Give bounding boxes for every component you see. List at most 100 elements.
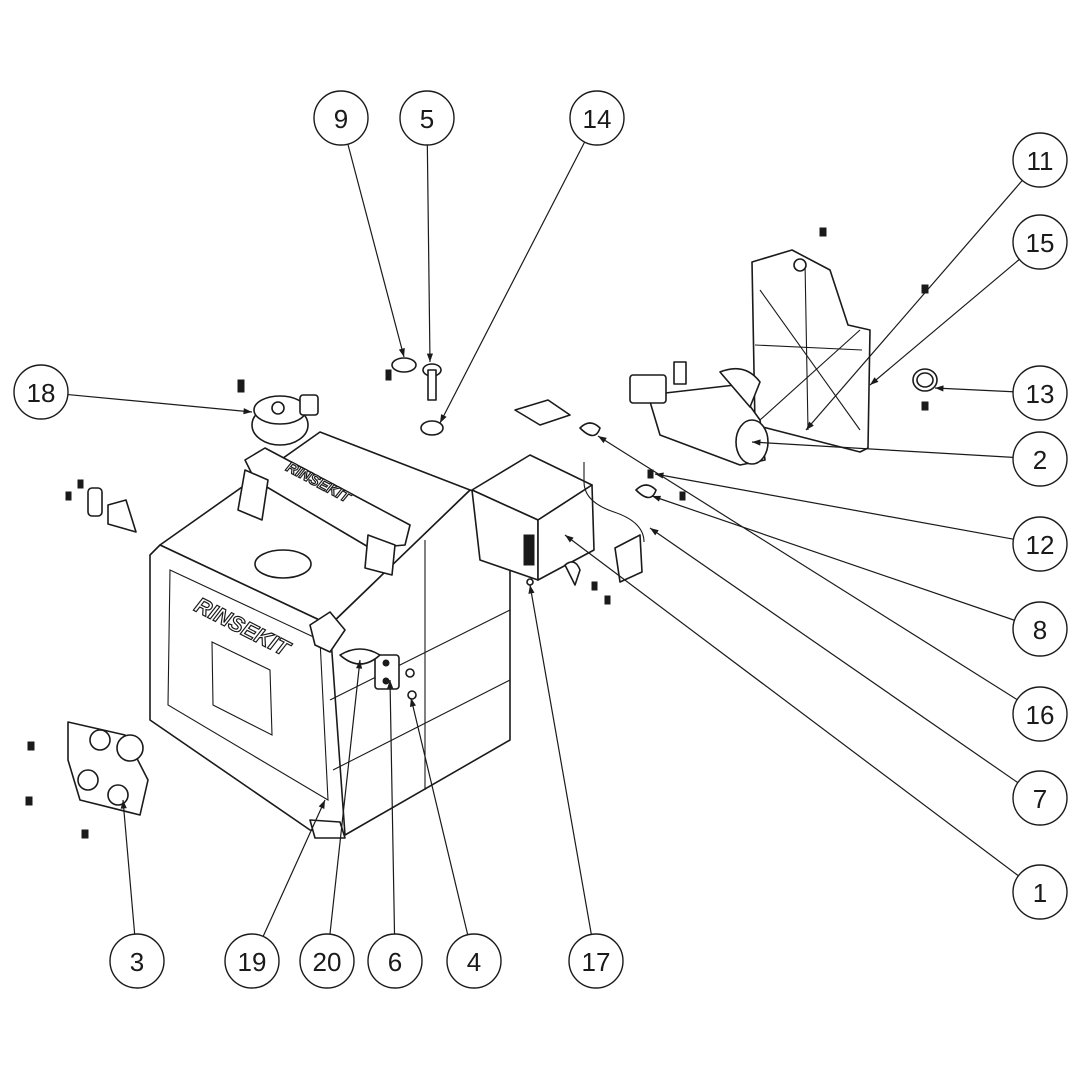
plate-brace [804,261,809,431]
callout-number: 8 [1033,615,1047,645]
callout-circle [568,933,624,989]
plate-hole [793,258,807,272]
callout-number: 4 [467,947,481,977]
leader-arrowhead-2 [752,439,761,446]
callout-circle [1012,770,1068,826]
panel-screw [27,741,35,751]
fitting-part [579,422,601,437]
leader-line-4 [410,697,469,935]
callout-circle [1012,132,1068,188]
housing-drain [526,578,534,586]
callout-11: 11 [1012,132,1068,188]
leader-line-9 [347,143,405,358]
outlet-socket [107,784,129,806]
pump-motor-part [629,227,929,466]
callout-number: 14 [583,104,612,134]
hose-bracket [614,534,643,583]
leader-line-20 [329,659,361,935]
callout-circle [313,90,369,146]
callout-circle [399,90,455,146]
leader-line-5 [426,144,431,363]
tank-side-rib [332,679,511,771]
callout-4: 4 [446,933,502,989]
corner-bumper [309,611,346,653]
callout-circle [1012,365,1068,421]
leader-arrowhead-16 [598,436,607,444]
leader-arrowhead-7 [650,528,659,536]
cap-center [271,401,285,415]
leader-arrowhead-9 [398,348,405,357]
callout-9: 9 [313,90,369,146]
small-parts-right [579,368,938,501]
pad-part [514,399,571,426]
callout-circle [1012,214,1068,270]
tank-front-face [149,544,346,836]
outlet-socket [116,734,144,762]
callout-number: 11 [1027,146,1054,176]
leader-line-2 [751,441,1014,459]
tank-fill-hole [254,549,312,579]
callout-7: 7 [1012,770,1068,826]
plate-brace [759,289,861,431]
pump-housing-part [471,399,645,605]
callout-circle [109,933,165,989]
clip-left [87,487,103,517]
tank-assembly: RINSEKIT RINSEKIT [149,431,511,839]
leader-lines [67,141,1023,937]
callout-16: 16 [1012,686,1068,742]
callout-5: 5 [399,90,455,146]
fill-cap-part [237,379,319,446]
callout-circle [1012,601,1068,657]
callout-13: 13 [1012,365,1068,421]
leader-line-7 [649,527,1019,784]
callout-circle [1012,864,1068,920]
callout-14: 14 [569,90,625,146]
callout-number: 17 [582,947,611,977]
leader-line-13 [934,387,1014,393]
side-plug [407,690,417,700]
screw-small [647,469,654,479]
motor-bracket [719,367,761,408]
d-ring-handle [339,648,381,665]
callout-19: 19 [224,933,280,989]
callout-circle [367,933,423,989]
callout-circle [299,933,355,989]
screw-housing [591,581,598,591]
grommet-part [391,357,417,373]
callout-circle [13,364,69,420]
o-ring-large-inner [916,372,934,388]
callout-3: 3 [109,933,165,989]
callout-number: 5 [420,104,434,134]
leader-arrowhead-11 [806,421,814,430]
callout-number: 1 [1033,878,1047,908]
housing-side [537,484,595,581]
screw-housing [604,595,611,605]
outlet-socket [77,769,99,791]
leader-line-14 [439,141,586,424]
callout-20: 20 [299,933,355,989]
callout-number: 18 [27,378,56,408]
leader-arrowhead-8 [652,495,661,502]
valve-stem-body [427,369,437,401]
callout-number: 3 [130,947,144,977]
leader-line-6 [389,679,396,935]
leader-arrowhead-4 [409,698,416,707]
leader-line-3 [122,799,136,935]
side-plug [405,668,415,678]
callout-circle [446,933,502,989]
screw-left [65,491,72,501]
cap-screw [237,379,245,393]
callout-number: 12 [1026,530,1055,560]
callout-number: 15 [1026,228,1055,258]
corner-bumper [309,819,346,839]
left-hardware [65,479,137,533]
leader-arrowhead-20 [356,660,363,669]
leader-arrowhead-1 [565,535,574,543]
callout-12: 12 [1012,516,1068,572]
screw-motor [819,227,827,237]
clip-right [564,561,581,586]
panel-screw [25,796,33,806]
callout-1: 1 [1012,864,1068,920]
